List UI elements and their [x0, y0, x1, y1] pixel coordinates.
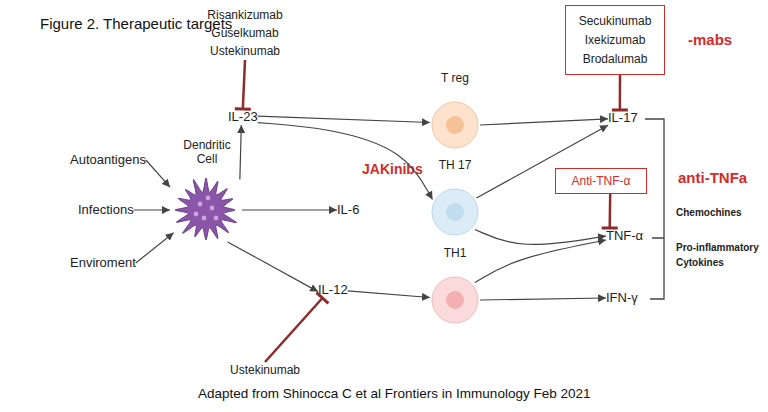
drug-name: Ustekinumab — [205, 42, 285, 60]
cell-body — [175, 178, 236, 240]
group-label: anti-TNFa — [678, 168, 747, 188]
effect-label: Chemochines — [676, 205, 742, 220]
trigger-node: Autoantigens — [70, 152, 146, 168]
drug-name: Anti-TNF-α — [556, 174, 646, 188]
inhibition-line — [243, 60, 245, 109]
cell-label: TH 17 — [430, 157, 480, 173]
cytokine-node: IL-23 — [228, 109, 258, 125]
cytokine-node: IL-17 — [608, 110, 638, 126]
dendritic-cell: Dendritic Cell — [170, 138, 242, 248]
cell-granule — [194, 212, 199, 217]
cell-shape — [430, 275, 480, 325]
drug-name: Brodalumab — [566, 50, 664, 69]
cell-body — [432, 189, 478, 235]
cell-node: T reg — [430, 70, 480, 150]
inhibition-line — [265, 298, 322, 362]
cell-nucleus — [446, 116, 464, 134]
trigger-label: Enviroment — [70, 255, 136, 271]
inhibition-line — [608, 194, 611, 228]
pathway-arrow — [242, 209, 337, 210]
pathway-arrow — [480, 298, 606, 300]
pathway-arrow — [240, 125, 241, 180]
cell-label: TH1 — [430, 245, 480, 261]
trigger-label: Infections — [78, 202, 134, 218]
drug-box: SecukinumabIxekizumabBrodalumab — [565, 5, 665, 75]
cytokine-node: IFN-γ — [606, 290, 638, 306]
trigger-node: Infections — [78, 202, 134, 218]
pathway-arrow — [134, 209, 170, 210]
cell-granule — [210, 206, 215, 211]
figure-title: Figure 2. Therapeutic targets — [40, 15, 232, 32]
pathway-arrow — [258, 123, 433, 200]
drug-node: Ustekinumab — [230, 362, 300, 378]
pathway-arrow — [146, 160, 170, 187]
cytokine-node: IL-12 — [318, 282, 348, 298]
drug-name: Ustekinumab — [230, 362, 300, 378]
group-label: JAKinibs — [362, 160, 423, 179]
cell-shape — [430, 100, 480, 150]
cytokine-name: IL-12 — [318, 282, 348, 298]
drug-list: RisankizumabGuselkumabUstekinumab — [205, 6, 285, 60]
cell-label: T reg — [430, 70, 480, 86]
dendritic-cell-shape — [170, 172, 242, 248]
pathway-arrow — [136, 233, 174, 263]
effect-label: Pro-inflammatory Cytokines — [676, 240, 766, 270]
pathway-arrow — [228, 242, 318, 292]
pathway-arrow — [258, 116, 430, 122]
cytokine-name: IL-17 — [608, 110, 638, 126]
cytokine-node: IL-6 — [337, 202, 359, 218]
inhibition-line — [619, 75, 622, 110]
pathway-arrow — [480, 119, 608, 125]
cell-granule — [206, 196, 211, 201]
cytokine-name: IL-6 — [337, 202, 359, 218]
cell-shape — [430, 187, 480, 237]
trigger-node: Enviroment — [70, 255, 136, 271]
cytokine-name: IFN-γ — [606, 290, 638, 306]
pathway-arrow — [348, 291, 430, 298]
cell-label: Dendritic Cell — [178, 138, 236, 166]
cell-node: TH 17 — [430, 157, 480, 237]
cell-body — [432, 277, 478, 323]
cytokine-name: IL-23 — [228, 109, 258, 125]
cytokine-name: TNF-α — [606, 228, 643, 244]
pathway-arrow — [475, 240, 606, 283]
drug-name: Ixekizumab — [566, 31, 664, 50]
drug-box: Anti-TNF-α — [555, 168, 647, 194]
trigger-label: Autoantigens — [70, 152, 146, 168]
figure-caption: Adapted from Shinocca C et al Frontiers … — [198, 386, 590, 401]
pathway-arrow — [475, 230, 606, 245]
cell-granule — [214, 216, 219, 221]
cell-nucleus — [446, 203, 464, 221]
drug-name: Secukinumab — [566, 12, 664, 31]
group-label: -mabs — [688, 30, 732, 50]
pathway-arrow — [477, 125, 609, 198]
cell-granule — [198, 202, 203, 207]
cell-body — [432, 102, 478, 148]
grouping-bracket — [645, 119, 664, 299]
cytokine-node: TNF-α — [606, 228, 643, 244]
cell-granule — [202, 216, 207, 221]
cell-nucleus — [446, 291, 464, 309]
cell-node: TH1 — [430, 245, 480, 325]
